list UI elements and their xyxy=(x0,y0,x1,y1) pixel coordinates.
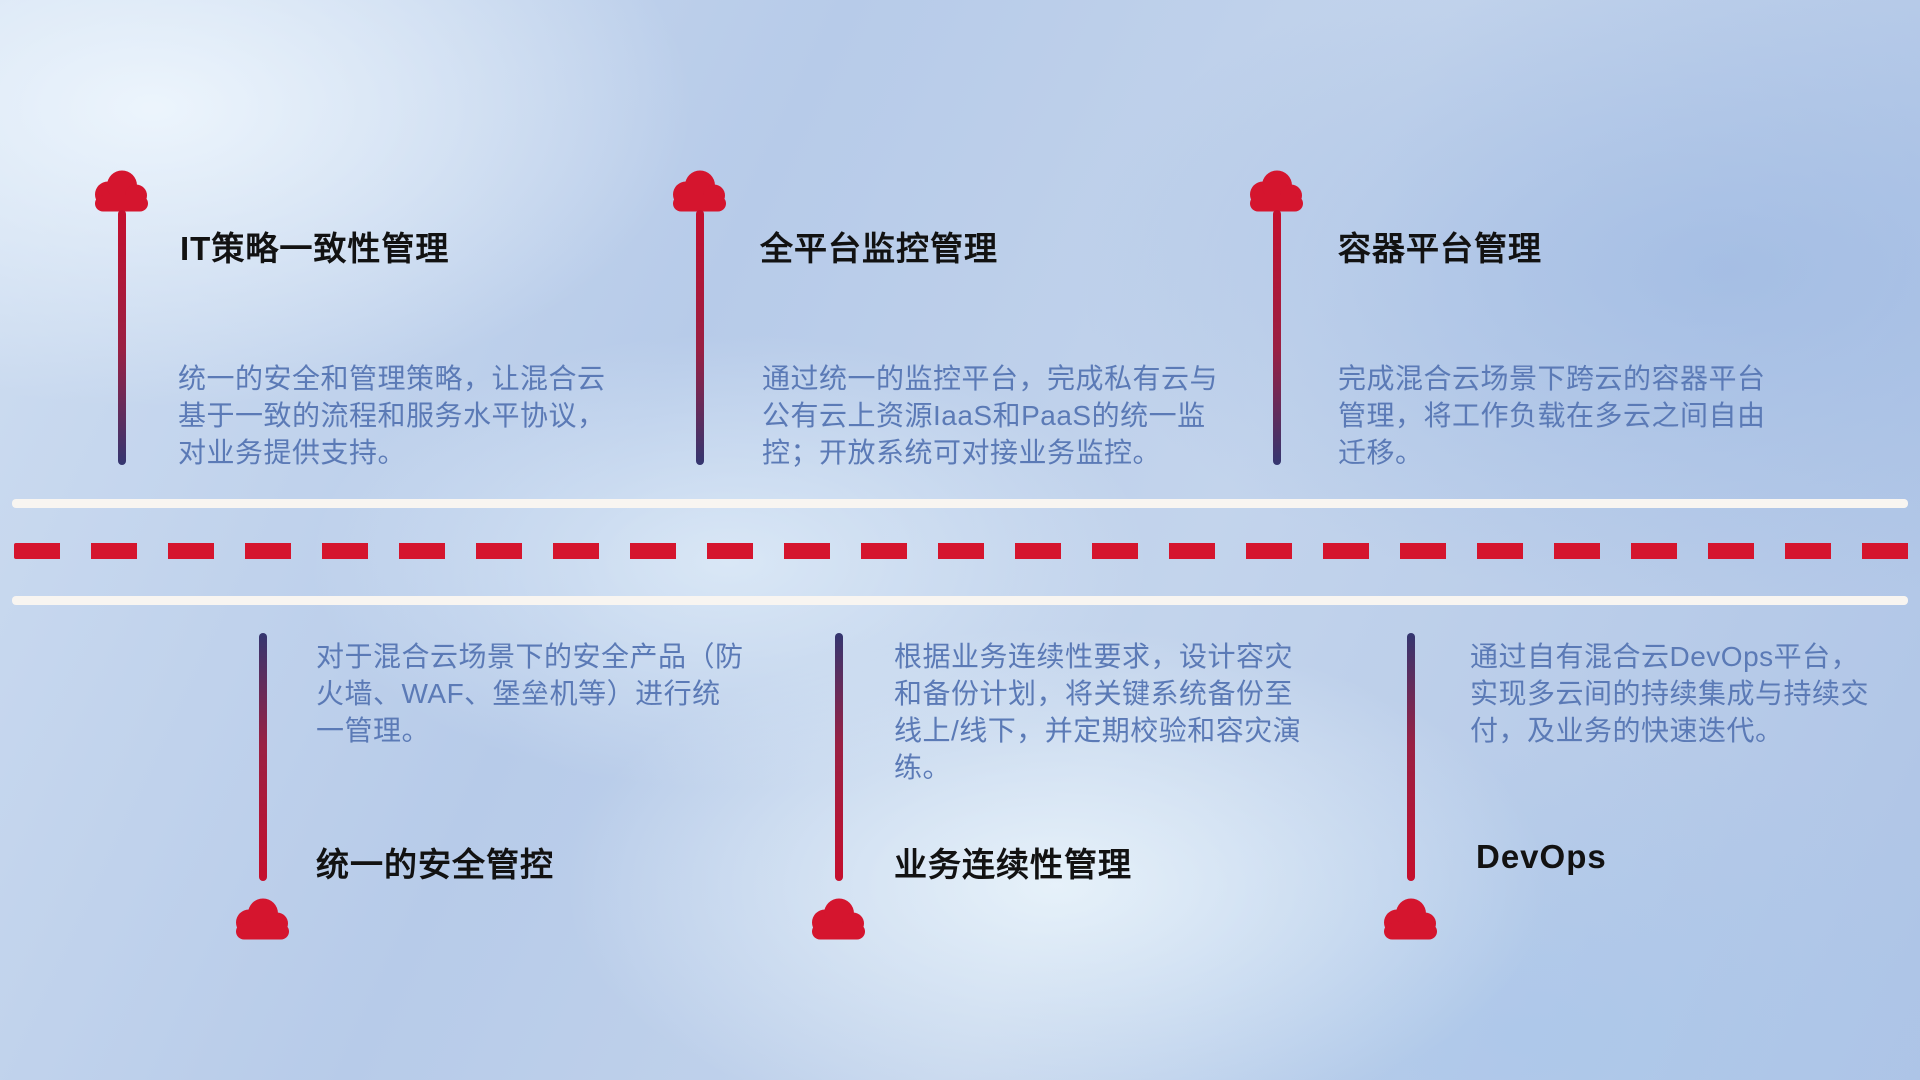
timeline-stem xyxy=(259,633,267,881)
timeline-stem xyxy=(1273,210,1281,465)
cloud-icon xyxy=(90,168,154,213)
feature-description: 完成混合云场景下跨云的容器平台管理，将工作负载在多云之间自由迁移。 xyxy=(1338,363,1766,468)
timeline-stem xyxy=(835,633,843,881)
timeline-stem xyxy=(696,210,704,465)
feature-title: 统一的安全管控 xyxy=(316,846,554,883)
road-bottom-line xyxy=(12,596,1908,605)
road-top-line xyxy=(12,499,1908,508)
timeline-stem xyxy=(1407,633,1415,881)
road-dashed-centerline xyxy=(14,543,1910,559)
feature-description: 统一的安全和管理策略，让混合云基于一致的流程和服务水平协议，对业务提供支持。 xyxy=(178,363,606,468)
feature-description: 通过自有混合云DevOps平台，实现多云间的持续集成与持续交付，及业务的快速迭代… xyxy=(1470,641,1870,746)
cloud-icon xyxy=(231,896,295,941)
feature-description: 对于混合云场景下的安全产品（防火墙、WAF、堡垒机等）进行统一管理。 xyxy=(316,641,744,746)
feature-title: IT策略一致性管理 xyxy=(180,230,450,267)
feature-title: DevOps xyxy=(1476,838,1607,875)
cloud-icon xyxy=(807,896,871,941)
feature-description: 根据业务连续性要求，设计容灾和备份计划，将关键系统备份至线上/线下，并定期校验和… xyxy=(894,641,1302,783)
feature-title: 全平台监控管理 xyxy=(760,230,998,267)
cloud-icon xyxy=(1379,896,1443,941)
cloud-icon xyxy=(668,168,732,213)
feature-description: 通过统一的监控平台，完成私有云与公有云上资源IaaS和PaaS的统一监控；开放系… xyxy=(762,363,1219,468)
feature-title: 容器平台管理 xyxy=(1338,230,1542,267)
cloud-icon xyxy=(1245,168,1309,213)
timeline-stem xyxy=(118,210,126,465)
feature-title: 业务连续性管理 xyxy=(894,846,1132,883)
